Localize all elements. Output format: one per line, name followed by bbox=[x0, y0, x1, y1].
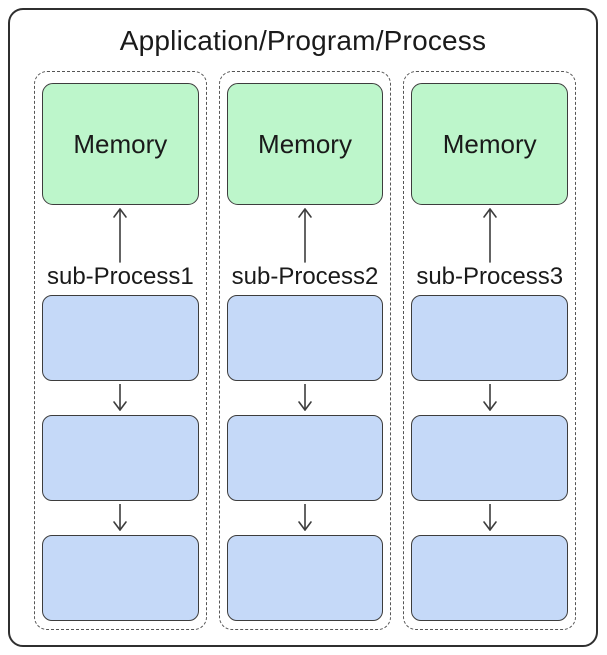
subprocess-column-3: Memory sub-Process3 bbox=[403, 71, 577, 630]
memory-label: Memory bbox=[73, 128, 168, 159]
arrow-down-icon bbox=[113, 504, 128, 532]
arrow-up-icon bbox=[113, 208, 128, 263]
process-box bbox=[226, 295, 384, 382]
memory-box-3: Memory bbox=[411, 83, 569, 205]
memory-label: Memory bbox=[442, 128, 537, 159]
process-box bbox=[411, 415, 569, 502]
process-box bbox=[42, 415, 199, 502]
subprocess-label: sub-Process1 bbox=[46, 263, 194, 290]
memory-label: Memory bbox=[258, 128, 352, 159]
arrow-up-icon bbox=[298, 208, 312, 263]
process-box bbox=[226, 415, 384, 502]
subprocess-label: sub-Process3 bbox=[416, 263, 564, 290]
arrow-down-icon bbox=[298, 504, 312, 532]
memory-box-1: Memory bbox=[42, 83, 199, 205]
arrow-down-icon bbox=[482, 504, 497, 532]
process-box bbox=[226, 535, 384, 622]
arrow-up-icon bbox=[482, 208, 497, 263]
subprocess-column-2: Memory sub-Process2 bbox=[218, 71, 392, 630]
arrow-down-icon bbox=[113, 384, 128, 412]
subprocess-label: sub-Process2 bbox=[231, 263, 379, 290]
diagram-title: Application/Program/Process bbox=[119, 25, 487, 56]
arrow-down-icon bbox=[298, 384, 312, 412]
process-box bbox=[42, 295, 199, 382]
subprocess-columns: Memory sub-Process1 bbox=[34, 71, 577, 630]
application-frame: Application/Program/Process Memory sub-P… bbox=[8, 8, 598, 647]
memory-box-2: Memory bbox=[226, 83, 384, 205]
process-box bbox=[411, 295, 569, 382]
subprocess-column-1: Memory sub-Process1 bbox=[34, 71, 207, 630]
process-box bbox=[42, 535, 199, 622]
process-box bbox=[411, 535, 569, 622]
arrow-down-icon bbox=[482, 384, 497, 412]
